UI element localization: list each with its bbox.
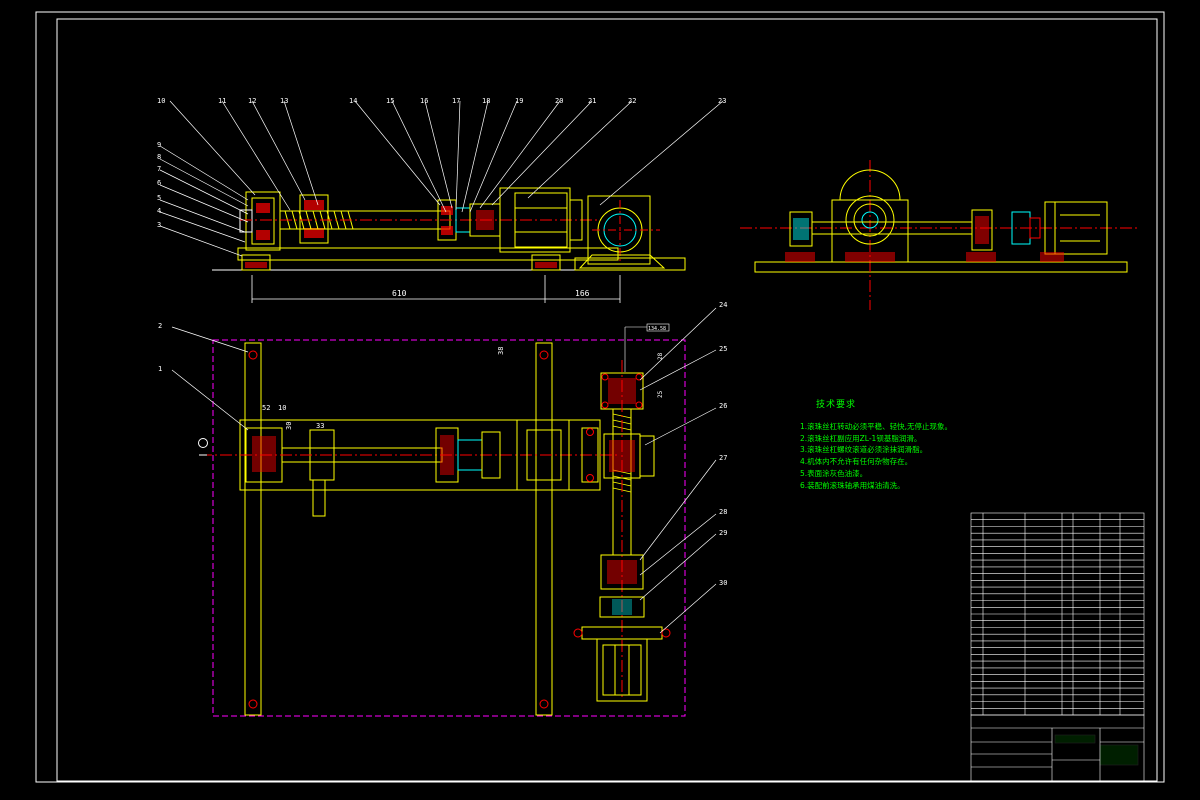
callout-2: 2 — [158, 322, 162, 330]
tech-requirement-3: 3.滚珠丝杠螺纹滚道必须涂抹润滑脂。 — [800, 445, 928, 455]
callout-17: 17 — [452, 97, 460, 105]
side-view — [740, 160, 1140, 310]
tech-requirements-title: 技术要求 — [816, 400, 857, 410]
callout-18: 18 — [482, 97, 490, 105]
dim-plan-10: 10 — [278, 404, 286, 412]
plan-view-leaders — [171, 307, 717, 634]
callout-10: 10 — [157, 97, 165, 105]
tech-requirement-5: 5.表面涂灰色油漆。 — [800, 468, 868, 478]
callout-13: 13 — [280, 97, 288, 105]
front-view: 610 166 — [212, 187, 686, 303]
tech-requirement-4: 4.机体内不允许有任何杂物存在。 — [800, 457, 913, 467]
callout-15: 15 — [386, 97, 394, 105]
dim-front-total: 610 — [392, 289, 407, 298]
tech-requirement-2: 2.滚珠丝杠副应用ZL-1钡基脂润滑。 — [800, 433, 922, 443]
front-view-leaders — [159, 100, 724, 257]
dim-plan-box: 134.58 — [648, 326, 666, 332]
dim-plan-52: 52 — [262, 404, 270, 412]
callout-7: 7 — [157, 165, 161, 173]
callout-27: 27 — [719, 454, 727, 462]
callout-19: 19 — [515, 97, 523, 105]
drawing-frame — [35, 11, 1165, 783]
dim-front-right: 166 — [575, 289, 590, 298]
callout-24: 24 — [719, 301, 727, 309]
callout-5: 5 — [157, 194, 161, 202]
callout-9: 9 — [157, 141, 161, 149]
tech-requirements: 技术要求 1.滚珠丝杠转动必须平稳、轻快,无停止现象。 2.滚珠丝杠副应用ZL-… — [800, 400, 990, 492]
tech-requirement-6: 6.装配前滚珠轴承用煤油清洗。 — [800, 480, 905, 490]
callout-4: 4 — [157, 207, 161, 215]
callout-14: 14 — [349, 97, 357, 105]
callout-26: 26 — [719, 402, 727, 410]
dim-plan-30: 30 — [285, 422, 293, 430]
dim-plan-vert: 28 — [657, 352, 664, 360]
callout-25: 25 — [719, 345, 727, 353]
plan-view-callouts: 1 2 24 25 26 27 28 29 30 — [158, 301, 727, 587]
callout-8: 8 — [157, 153, 161, 161]
callout-22: 22 — [628, 97, 636, 105]
callout-6: 6 — [157, 179, 161, 187]
callout-16: 16 — [420, 97, 428, 105]
front-view-callouts: 10 11 12 13 14 15 16 17 18 19 20 21 22 2… — [157, 97, 726, 229]
dim-plan-38: 38 — [497, 347, 505, 355]
callout-23: 23 — [718, 97, 726, 105]
callout-29: 29 — [719, 529, 727, 537]
dim-plan-num: 25 — [657, 390, 664, 398]
callout-12: 12 — [248, 97, 256, 105]
callout-21: 21 — [588, 97, 596, 105]
title-block — [970, 714, 1145, 782]
callout-20: 20 — [555, 97, 563, 105]
dim-plan-33: 33 — [316, 422, 324, 430]
callout-30: 30 — [719, 579, 727, 587]
plan-view: 52 10 30 33 38 134.58 28 25 — [198, 323, 686, 717]
tech-requirement-1: 1.滚珠丝杠转动必须平稳、轻快,无停止现象。 — [800, 421, 953, 431]
parts-list-table — [970, 512, 1145, 716]
callout-1: 1 — [158, 365, 162, 373]
callout-3: 3 — [157, 221, 161, 229]
callout-11: 11 — [218, 97, 226, 105]
callout-28: 28 — [719, 508, 727, 516]
